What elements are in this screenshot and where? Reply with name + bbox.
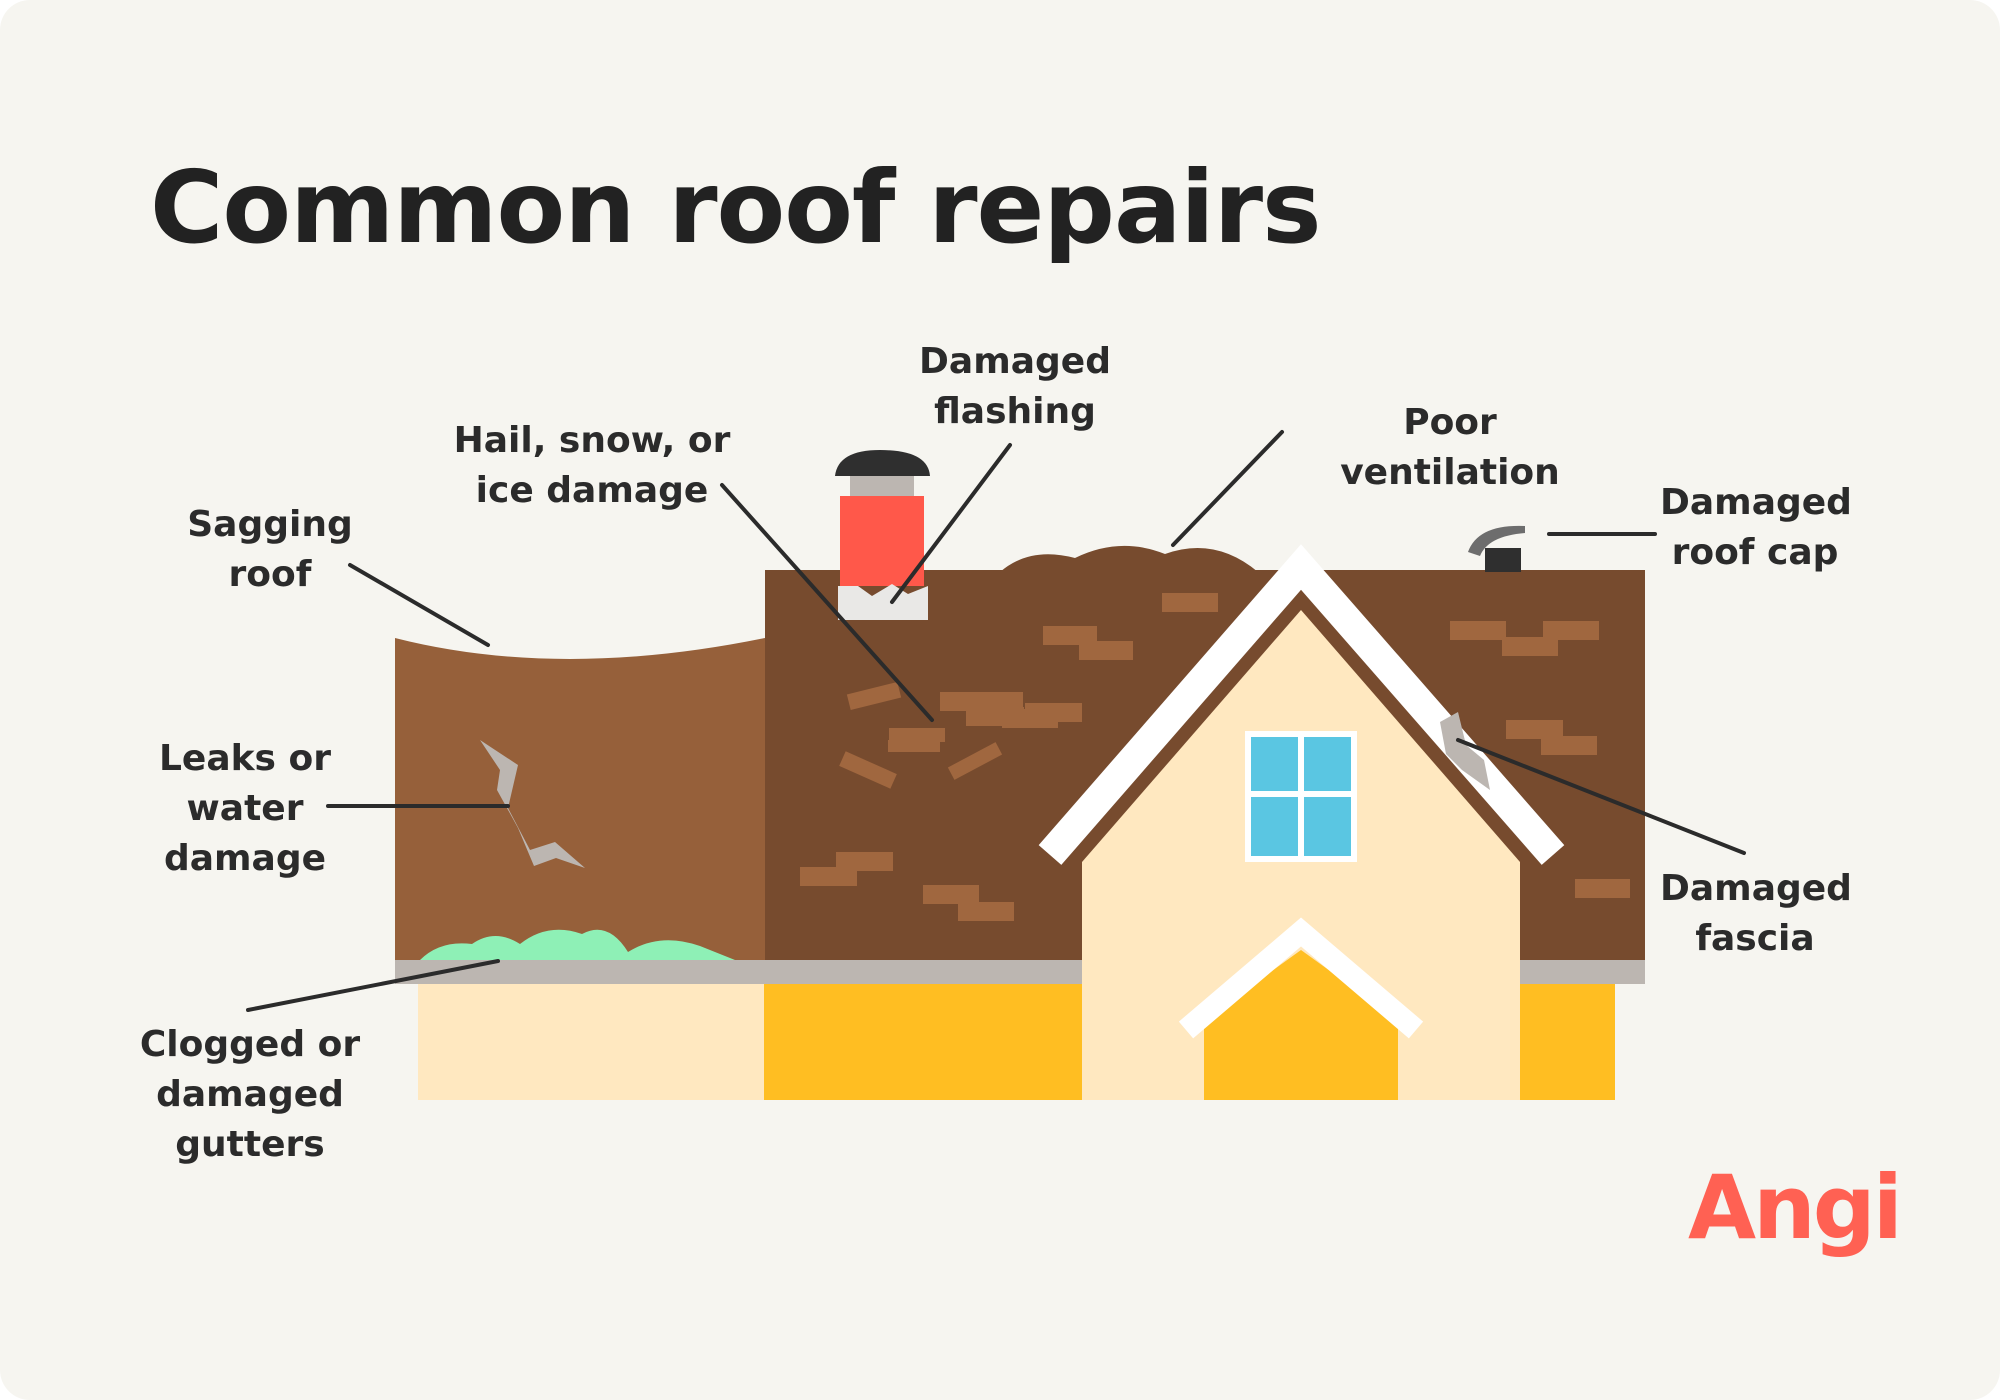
chimney-cap-band xyxy=(850,476,914,496)
label-poor-ventilation: Poor ventilation xyxy=(1340,402,1560,493)
label-damaged-flashing: Damaged flashing xyxy=(919,341,1111,432)
angi-logo: Angi xyxy=(1688,1156,1903,1259)
label-damaged-roof-cap: Damaged roof cap xyxy=(1660,482,1852,573)
callout-line-fascia xyxy=(1456,738,1746,855)
porch-trim xyxy=(1178,917,1424,1039)
gutter-moss xyxy=(420,929,735,960)
damaged-fascia-patch xyxy=(1440,712,1490,790)
roof-crack xyxy=(480,740,585,868)
roof-cap-base xyxy=(1485,548,1521,572)
roof-cap xyxy=(1468,525,1525,556)
callout-lines xyxy=(246,430,1746,1012)
callout-line-ventilation xyxy=(1171,430,1284,547)
label-damaged-fascia: Damaged fascia xyxy=(1660,868,1852,959)
label-sagging-roof: Sagging roof xyxy=(187,504,353,595)
label-leaks-water: Leaks or water damage xyxy=(158,738,332,879)
callout-line-sagging-roof xyxy=(348,563,490,647)
middle-wall xyxy=(764,984,1082,1100)
label-hail-snow-ice: Hail, snow, or ice damage xyxy=(453,420,731,511)
roof-ventilation-bumps xyxy=(1000,545,1258,572)
chimney-cap xyxy=(835,450,930,476)
sagging-roof xyxy=(395,638,765,960)
shingle-tilted-3 xyxy=(947,742,1003,780)
label-clogged-gutters: Clogged or damaged gutters xyxy=(139,1024,361,1165)
chimney-flashing xyxy=(838,584,928,620)
callout-line-hail xyxy=(720,483,934,722)
page-title: Common roof repairs xyxy=(150,149,1322,266)
callout-line-flashing xyxy=(890,443,1012,604)
chimney xyxy=(840,496,924,586)
shingles-middle xyxy=(800,593,1218,921)
left-wall xyxy=(418,984,764,1100)
shingle-loose xyxy=(888,740,940,752)
right-wall xyxy=(1520,984,1615,1100)
callout-line-gutters xyxy=(246,959,500,1012)
shingle-tilted-1 xyxy=(846,681,902,711)
shingles-right xyxy=(1450,621,1630,898)
shingle-tilted-2 xyxy=(839,751,897,789)
